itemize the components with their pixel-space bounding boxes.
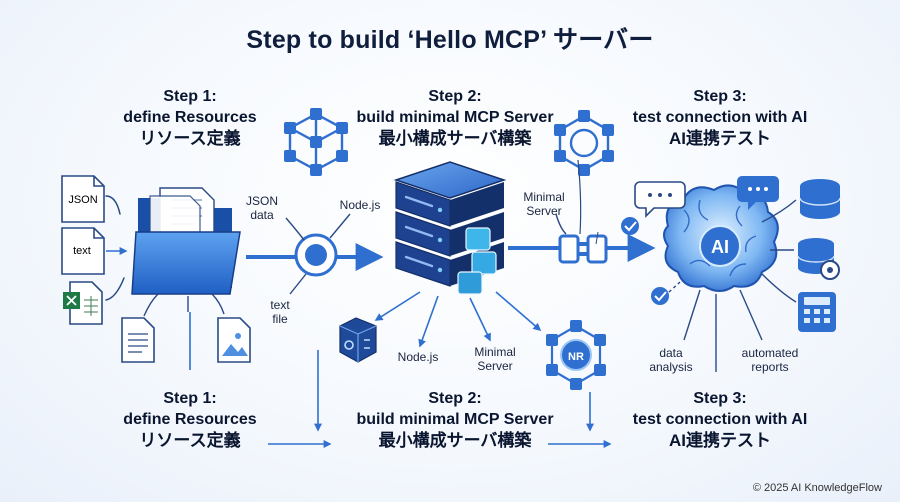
step1-top-heading: Step 1: define Resources リソース定義 — [100, 86, 280, 149]
server-to-nodejs-arrow — [418, 295, 439, 348]
module-cubes-icon — [457, 227, 497, 295]
server-to-module-arrow — [374, 291, 421, 321]
chat-bubble-left-icon — [634, 181, 686, 218]
brain-to-analysis-connector — [683, 289, 701, 341]
step1-bottom-heading: Step 1: define Resources リソース定義 — [100, 388, 280, 451]
calculator-icon — [798, 292, 836, 332]
text-file-connector — [289, 273, 307, 295]
step3-top-number: Step 3: — [693, 88, 747, 105]
check-icon-top — [621, 217, 639, 235]
brain-to-calc-connector — [761, 273, 797, 303]
step1-bottom-en: define Resources — [123, 411, 257, 428]
copyright-text: © 2025 AI KnowledgeFlow — [752, 482, 882, 494]
nodejs-top-label: Node.js — [339, 198, 381, 212]
step2-top-ja: 最小構成サーバ構築 — [378, 129, 532, 148]
nr-badge-label: NR — [568, 351, 584, 363]
minimal-server-top-label: Minimal Server — [523, 190, 565, 218]
step1-bottom-ja: リソース定義 — [139, 431, 241, 450]
nodejs-connector — [329, 213, 351, 239]
step1-top-number: Step 1: — [163, 88, 217, 105]
database-icon — [799, 179, 841, 219]
json-data-connector — [285, 217, 305, 241]
step2-bottom-number: Step 2: — [428, 390, 482, 407]
plug-connector-icon — [558, 234, 608, 264]
step2-bottom-ja: 最小構成サーバ構築 — [378, 431, 532, 450]
network-circle-icon — [554, 110, 614, 176]
step3-top-heading: Step 3: test connection with AI AI連携テスト — [610, 86, 830, 149]
spreadsheet-file-icon — [63, 281, 103, 325]
chat-bubble-right-icon — [737, 176, 779, 210]
server-stack-icon — [393, 161, 507, 295]
text-file-label: text file — [270, 298, 290, 326]
step2-top-en: build minimal MCP Server — [356, 109, 554, 126]
step2-bottom-en: build minimal MCP Server — [356, 411, 554, 428]
diagram-title: Step to build ‘Hello MCP’ サーバー — [246, 26, 654, 54]
step2-bottom-heading: Step 2: build minimal MCP Server 最小構成サーバ… — [340, 388, 570, 451]
spreadsheet-connector — [105, 277, 125, 301]
text-file-name: text — [73, 245, 91, 257]
step3-bottom-ja: AI連携テスト — [669, 431, 771, 450]
json-connector — [105, 195, 121, 215]
server-to-nr-arrow — [495, 291, 542, 332]
gear-cube-icon — [339, 317, 377, 363]
server-to-minimal-arrow — [469, 297, 491, 342]
step2-top-heading: Step 2: build minimal MCP Server 最小構成サーバ… — [340, 86, 570, 149]
brain-to-reports-connector — [739, 289, 763, 341]
folder-icon — [131, 187, 241, 295]
step3-bottom-heading: Step 3: test connection with AI AI連携テスト — [610, 388, 830, 451]
minimal-server-bottom-label: Minimal Server — [474, 345, 516, 373]
step3-top-en: test connection with AI — [632, 109, 808, 126]
minimal-server-connector — [555, 213, 567, 235]
json-file-icon: JSON — [61, 175, 105, 223]
network-cube-icon — [284, 108, 348, 176]
text-file-icon: text — [61, 227, 105, 275]
step3-top-ja: AI連携テスト — [669, 129, 771, 148]
nodejs-bottom-label: Node.js — [397, 350, 439, 364]
step2-top-number: Step 2: — [428, 88, 482, 105]
document-icon — [121, 317, 155, 363]
step3-bottom-en: test connection with AI — [632, 411, 808, 428]
check-icon-bottom — [651, 287, 669, 305]
ai-badge-label: AI — [711, 237, 729, 257]
brain-to-db-connector — [761, 199, 797, 223]
json-file-label: JSON — [68, 194, 97, 206]
step1-top-en: define Resources — [123, 109, 257, 126]
json-data-label: JSON data — [245, 194, 278, 222]
image-file-icon — [217, 317, 251, 363]
nr-network-icon: NR — [546, 320, 606, 390]
automated-reports-label: automated reports — [741, 346, 799, 374]
data-analysis-label: data analysis — [649, 346, 693, 374]
step1-bottom-number: Step 1: — [163, 390, 217, 407]
step3-bottom-number: Step 3: — [693, 390, 747, 407]
database-settings-icon — [797, 238, 840, 280]
step1-top-ja: リソース定義 — [139, 129, 241, 148]
ai-brain-icon: AI — [663, 184, 779, 292]
hub-node — [294, 233, 338, 277]
network-to-plug-connector — [577, 159, 582, 235]
image-connector — [211, 293, 225, 315]
doc-connector — [143, 293, 159, 317]
